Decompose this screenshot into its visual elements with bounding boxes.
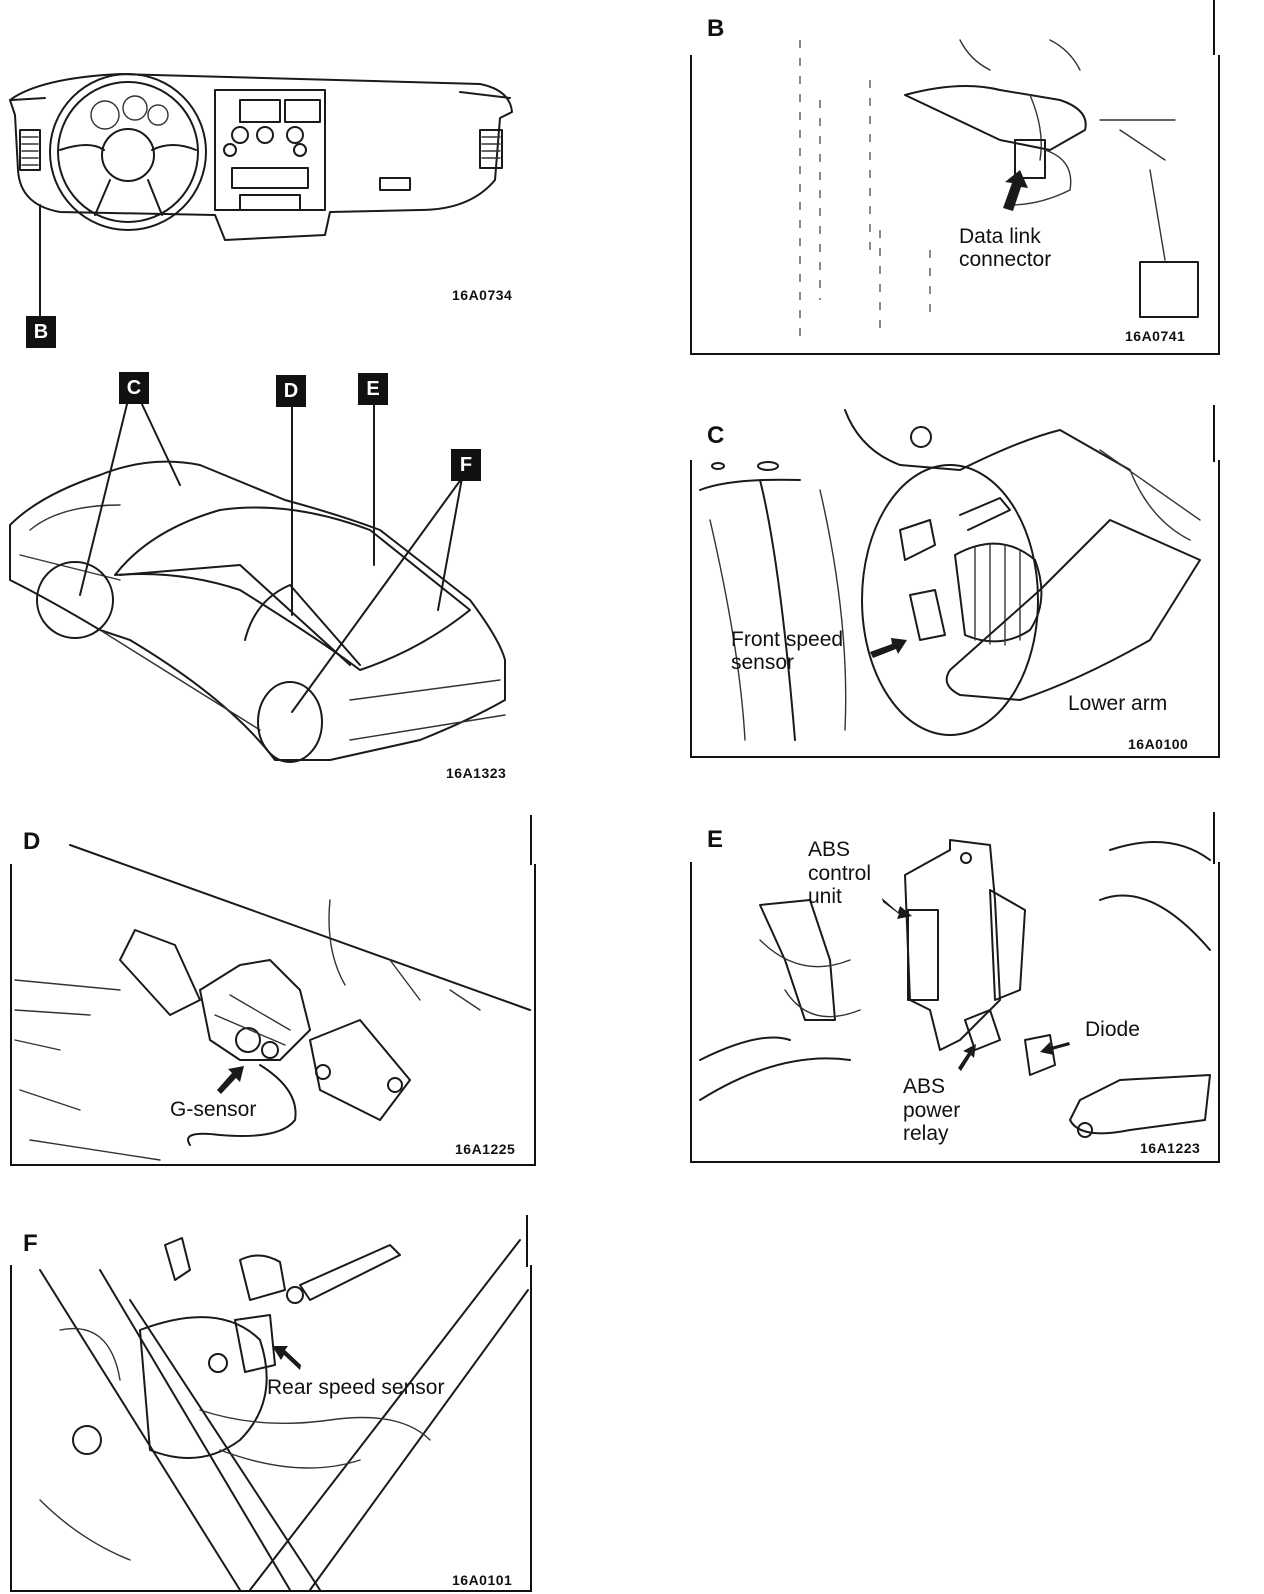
label-line: connector — [959, 248, 1052, 271]
label-line: ABS — [903, 1075, 946, 1098]
label-line: Lower arm — [1068, 692, 1168, 715]
panel-letter: D — [23, 828, 41, 855]
figure-code: 16A0101 — [452, 1572, 513, 1588]
figure-code: 16A1223 — [1140, 1140, 1201, 1156]
label-line: Diode — [1085, 1018, 1140, 1041]
figure-code: 16A0734 — [452, 287, 513, 303]
callout-tag-b: B — [26, 316, 56, 348]
panel-letter: E — [707, 826, 724, 853]
panel-letter: F — [23, 1230, 38, 1257]
callout-tag-d: D — [276, 375, 306, 407]
figure-code: 16A1323 — [446, 765, 507, 781]
label-line: unit — [808, 885, 842, 908]
panel-letter: B — [707, 15, 725, 42]
label-line: relay — [903, 1122, 949, 1145]
label-line: G-sensor — [170, 1098, 257, 1121]
figure-code: 16A0741 — [1125, 328, 1186, 344]
label-line: control — [808, 862, 872, 885]
figure-code: 16A0100 — [1128, 736, 1189, 752]
figure-code: 16A1225 — [455, 1141, 516, 1157]
label-line: ABS — [808, 838, 851, 861]
label-line: Front speed — [731, 628, 844, 651]
label-line: Rear speed sensor — [267, 1376, 445, 1399]
callout-tag-f: F — [451, 449, 481, 481]
label-line: Data link — [959, 225, 1041, 248]
callout-tag-c: C — [119, 372, 149, 404]
label-line: sensor — [731, 651, 795, 674]
panel-letter: C — [707, 422, 725, 449]
callout-tag-e: E — [358, 373, 388, 405]
label-line: power — [903, 1099, 961, 1122]
